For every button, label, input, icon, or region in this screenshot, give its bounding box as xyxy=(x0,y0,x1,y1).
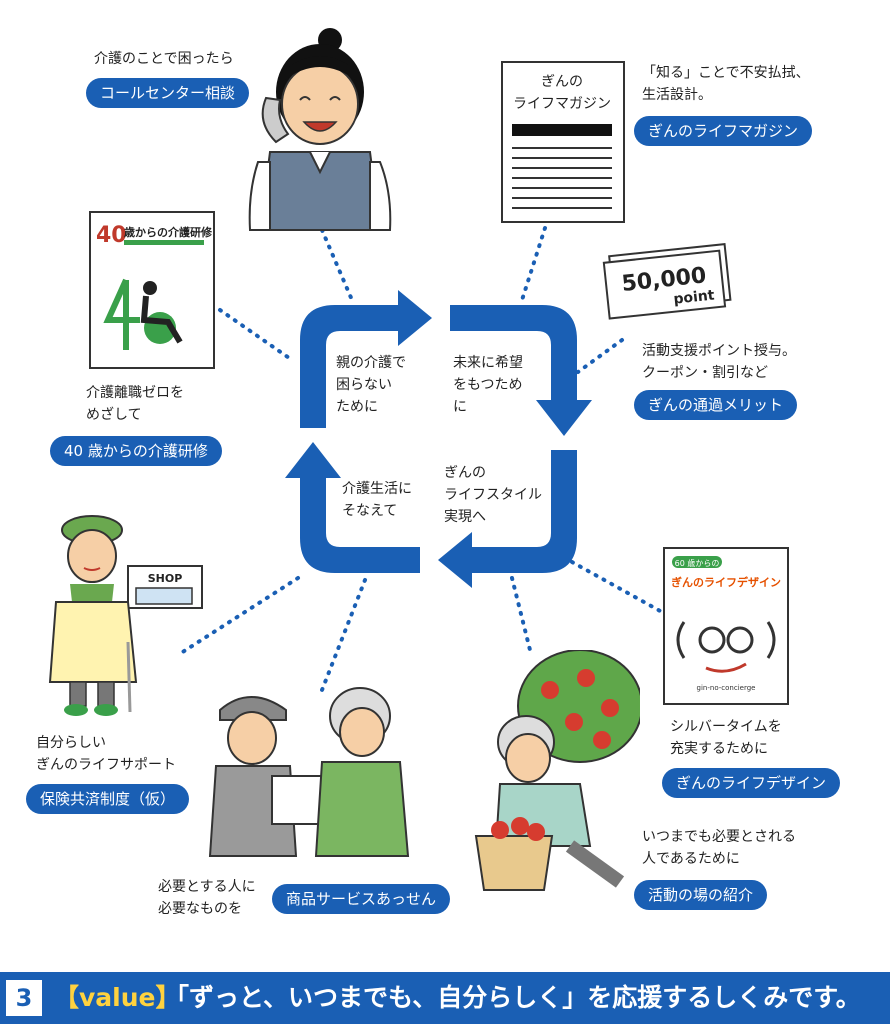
points-card-unit: point xyxy=(673,287,716,307)
magazine-cover-line2: ライフマガジン xyxy=(513,96,611,112)
activity-note-line1: いつまでも必要とされる xyxy=(642,829,796,845)
life-design-label[interactable]: ぎんのライフデザイン xyxy=(662,768,841,798)
life-design-cover-title: ぎんのライフデザイン xyxy=(671,575,781,589)
points-note-line2: クーポン・割引など xyxy=(642,365,768,381)
goods-note-line2: 必要なものを xyxy=(158,901,242,917)
cycle-q3-line2: そなえて xyxy=(342,503,398,519)
cycle-q3-line1: 介護生活に xyxy=(342,481,412,497)
cycle-arrow-bottom-left xyxy=(285,442,420,573)
connector-activity xyxy=(510,576,532,652)
cycle-q2-line2: をもつため xyxy=(453,377,523,393)
training-cover-title: 歳からの介護研修 xyxy=(124,225,213,239)
training-label[interactable]: 40 歳からの介護研修 xyxy=(50,436,222,466)
cycle-arrow-top-right xyxy=(450,305,592,436)
call-center-note: 介護のことで困ったら xyxy=(94,51,234,67)
cycle-arrow-top-left xyxy=(300,290,432,428)
life-design-note-line1: シルバータイムを xyxy=(670,719,782,735)
magazine-note-line1: 「知る」ことで不安払拭、 xyxy=(642,65,810,81)
life-design-note: シルバータイムを 充実するために xyxy=(670,716,782,760)
operator-illustration xyxy=(248,28,392,231)
insurance-label[interactable]: 保険共済制度（仮） xyxy=(26,784,190,814)
cycle-arrows xyxy=(285,290,592,588)
cycle-q1-line1: 親の介護で xyxy=(336,355,406,371)
connector-points xyxy=(576,338,624,374)
training-note-line2: めざして xyxy=(86,407,142,423)
cycle-arrow-bottom-right xyxy=(438,450,577,588)
connector-insurance xyxy=(176,576,300,657)
training-cover: 40 歳からの介護研修 xyxy=(89,211,215,369)
woman-shop-illustration: SHOP xyxy=(48,515,203,716)
insurance-note-line2: ぎんのライフサポート xyxy=(36,757,176,773)
life-design-note-line2: 充実するために xyxy=(670,741,768,757)
magazine-cover: ぎんの ライフマガジン xyxy=(501,61,625,223)
points-card: 50,000 point xyxy=(602,243,732,320)
connector-call-center xyxy=(320,228,354,302)
cycle-q4-line1: ぎんの xyxy=(444,465,486,481)
cycle-quadrant-4: ぎんの ライフスタイル 実現へ xyxy=(444,462,542,528)
life-design-cover-badge: 60 歳からの xyxy=(675,558,720,568)
goods-label[interactable]: 商品サービスあっせん xyxy=(272,884,451,914)
training-note: 介護離職ゼロを めざして xyxy=(86,382,184,426)
training-cover-num: 40 xyxy=(96,223,127,248)
connector-layer xyxy=(176,226,664,692)
cycle-quadrant-1: 親の介護で 困らない ために xyxy=(336,352,406,418)
activity-note: いつまでも必要とされる 人であるために xyxy=(642,826,796,870)
points-note-line1: 活動支援ポイント授与。 xyxy=(642,343,796,359)
cycle-q1-line3: ために xyxy=(336,399,378,415)
goods-note: 必要とする人に 必要なものを xyxy=(158,876,256,920)
magazine-label[interactable]: ぎんのライフマガジン xyxy=(634,116,813,146)
apple-farmer-illustration xyxy=(474,650,640,891)
delivery-illustration xyxy=(208,687,410,857)
magazine-note-line2: 生活設計。 xyxy=(642,87,712,103)
cycle-q1-line2: 困らない xyxy=(336,377,392,393)
goods-note-line1: 必要とする人に xyxy=(158,879,256,895)
cycle-q4-line2: ライフスタイル xyxy=(444,487,542,503)
footer-bar: 3 【value】 「ずっと、いつまでも、自分らしく」を応援するしくみです。 xyxy=(0,972,890,1024)
training-note-line1: 介護離職ゼロを xyxy=(86,385,184,401)
dotted-connectors xyxy=(176,226,664,692)
activity-note-line2: 人であるために xyxy=(642,851,740,867)
footer-tag: 【value】 xyxy=(54,983,181,1012)
connector-goods xyxy=(320,578,367,692)
call-center-label[interactable]: コールセンター相談 xyxy=(86,78,250,108)
points-note: 活動支援ポイント授与。 クーポン・割引など xyxy=(642,340,796,384)
connector-training xyxy=(218,308,294,362)
points-label[interactable]: ぎんの通過メリット xyxy=(634,390,798,420)
life-design-cover-brand: gin-no-concierge xyxy=(697,684,756,692)
magazine-note: 「知る」ことで不安払拭、 生活設計。 xyxy=(642,62,810,106)
cycle-quadrant-2: 未来に希望 をもつため に xyxy=(453,352,523,418)
cycle-quadrant-3: 介護生活に そなえて xyxy=(342,478,412,522)
life-design-cover: 60 歳からの ぎんのライフデザイン gin-no-concierge xyxy=(663,547,789,705)
cycle-q4-line3: 実現へ xyxy=(444,509,486,525)
insurance-note: 自分らしい ぎんのライフサポート xyxy=(36,732,176,776)
cycle-q2-line3: に xyxy=(453,399,467,415)
insurance-note-line1: 自分らしい xyxy=(36,735,106,751)
activity-label[interactable]: 活動の場の紹介 xyxy=(634,880,768,910)
shop-sign: SHOP xyxy=(148,572,183,585)
magazine-cover-line1: ぎんの xyxy=(541,74,583,90)
cycle-q2-line1: 未来に希望 xyxy=(453,355,523,371)
connector-life-design xyxy=(570,560,664,614)
footer-text: 「ずっと、いつまでも、自分らしく」を応援するしくみです。 xyxy=(164,983,861,1012)
connector-magazine xyxy=(520,226,547,302)
footer-number: 3 xyxy=(6,980,42,1016)
